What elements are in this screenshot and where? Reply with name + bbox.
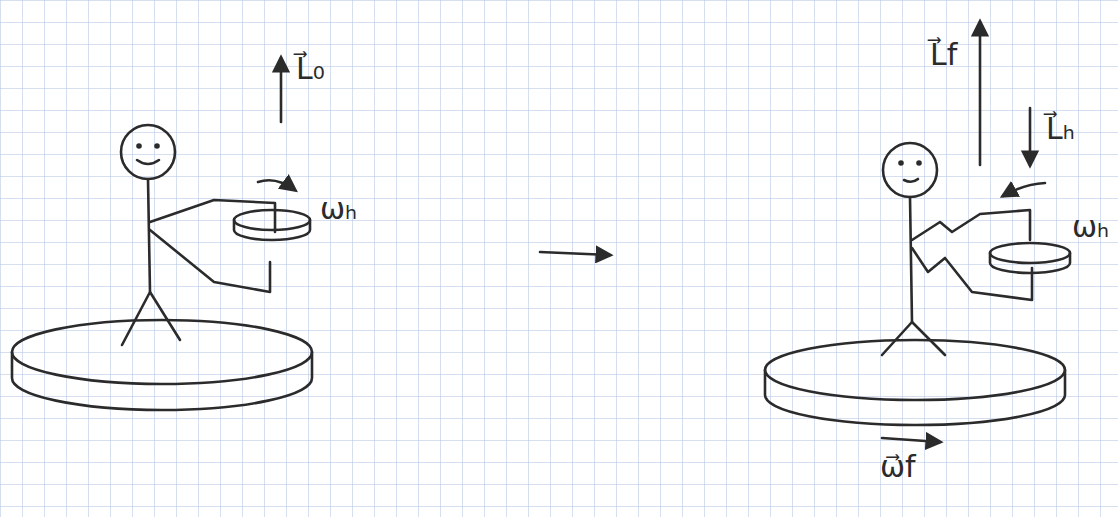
smile — [137, 160, 159, 164]
eye — [918, 162, 921, 165]
eye — [900, 162, 903, 165]
vector-label: L⃗ₕ — [1046, 112, 1075, 145]
angular-velocity-label: ω⃗f — [880, 450, 916, 483]
turntable-side — [765, 370, 1065, 425]
wheel — [990, 243, 1070, 263]
vector-label: L⃗f — [930, 38, 957, 71]
body — [148, 179, 150, 292]
angular-velocity-label: ωₕ — [320, 192, 357, 225]
initial-state — [12, 58, 312, 410]
angular-velocity-label: ωₕ — [1072, 210, 1109, 243]
final-state — [765, 22, 1070, 442]
angular-momentum-arrow — [979, 22, 982, 165]
upper-arm — [150, 200, 275, 232]
eye — [156, 145, 159, 148]
vector-label: L⃗₀ — [296, 52, 325, 85]
legs — [122, 292, 180, 345]
upper-arm — [912, 210, 1030, 240]
eye — [138, 145, 141, 148]
turntable-side — [12, 352, 312, 410]
wheel-momentum-arrow — [1029, 108, 1032, 165]
head — [121, 125, 175, 179]
wheel — [234, 210, 310, 230]
lower-arm — [912, 248, 1032, 300]
turntable — [12, 320, 312, 384]
smile — [904, 179, 918, 182]
platform-rotation-arrow — [882, 438, 940, 442]
legs — [882, 322, 945, 355]
transition-arrow — [540, 252, 610, 255]
head — [883, 143, 937, 197]
rotation-arrow — [1003, 183, 1045, 196]
turntable — [765, 340, 1065, 400]
body — [910, 197, 912, 322]
rotation-arrow — [258, 180, 295, 190]
angular-momentum-arrow — [280, 58, 283, 122]
